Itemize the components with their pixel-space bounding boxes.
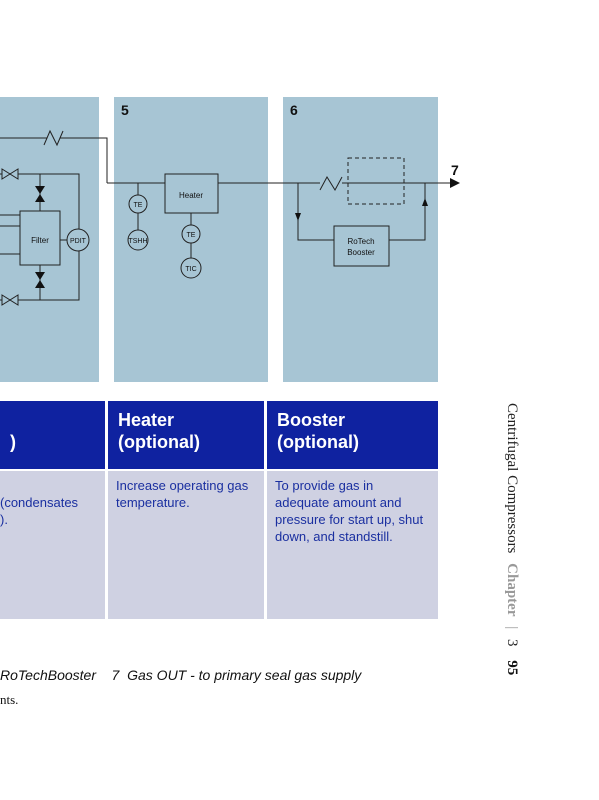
tshh-label: TSHH	[128, 238, 147, 245]
te-label-1: TE	[134, 202, 143, 209]
booster-label-line2: Booster	[347, 248, 375, 257]
tshh-circle	[127, 229, 149, 251]
bypass-line	[0, 137, 108, 183]
table-cell-heater-text: Increase operating gas temperature.	[116, 478, 249, 510]
running-head-chapter-word: Chapter	[504, 563, 520, 617]
booster-outlet-line	[389, 183, 426, 241]
table-header-booster-line2: (optional)	[277, 432, 359, 452]
te-label-2: TE	[187, 232, 196, 239]
pdit-circle	[66, 228, 90, 252]
heater-label: Heater	[179, 191, 203, 200]
arrow-down	[295, 213, 301, 221]
tic-circle	[180, 257, 202, 279]
table-header-heater: Heater (optional)	[108, 401, 264, 469]
booster-bypass-box	[347, 157, 405, 205]
table-cell-booster-text: To provide gas in adequate amount and pr…	[275, 478, 424, 544]
filter-label: Filter	[31, 236, 49, 245]
table-cell-heater: Increase operating gas temperature.	[108, 471, 264, 619]
running-head-chapter-num: 3	[504, 639, 520, 647]
table-header-heater-line1: Heater	[118, 410, 175, 430]
te-circle-1	[128, 194, 148, 214]
figure-caption: RoTechBooster 7 Gas OUT - to primary sea…	[0, 667, 362, 683]
booster-box	[333, 225, 390, 267]
valve-upper-left	[1, 168, 19, 180]
body-text-fragment: nts.	[0, 692, 19, 707]
pdit-label: PDIT	[70, 238, 87, 245]
running-head: Centrifugal Compressors Chapter | 3 95	[503, 403, 520, 675]
table-cell-col1: (condensates ).	[0, 471, 105, 619]
check-valve-booster	[319, 175, 343, 192]
table-cell-booster: To provide gas in adequate amount and pr…	[267, 471, 438, 619]
arrow-up	[422, 198, 428, 206]
heater-box	[164, 173, 219, 214]
table-header-col1-text: )	[10, 432, 16, 452]
table-header-heater-line2: (optional)	[118, 432, 200, 452]
table-cell-col1-text: (condensates ).	[0, 495, 79, 527]
table-header-col1: )	[0, 401, 105, 469]
booster-inlet-line	[297, 183, 334, 241]
table-header-booster: Booster (optional)	[267, 401, 438, 469]
filter-box	[19, 210, 61, 266]
block-number-5: 5	[121, 102, 129, 118]
process-flow-diagram: Filter PDIT Heater TE TSHH TE TIC RoTech…	[0, 129, 460, 306]
valve-lower-left	[1, 294, 19, 306]
arrow-outlet	[450, 178, 460, 188]
te-circle-2	[181, 224, 201, 244]
block-number-7: 7	[451, 162, 459, 178]
running-head-separator: |	[504, 626, 520, 630]
block-number-6: 6	[290, 102, 298, 118]
page-number: 95	[504, 660, 520, 676]
table-header-booster-line1: Booster	[277, 410, 346, 430]
valve-filter-bottom	[35, 272, 45, 288]
booster-label-line1: RoTech	[347, 237, 374, 246]
tic-label: TIC	[185, 266, 196, 273]
running-head-title: Centrifugal Compressors	[504, 403, 520, 554]
check-valve-top	[43, 129, 64, 147]
valve-filter-top	[35, 186, 45, 202]
